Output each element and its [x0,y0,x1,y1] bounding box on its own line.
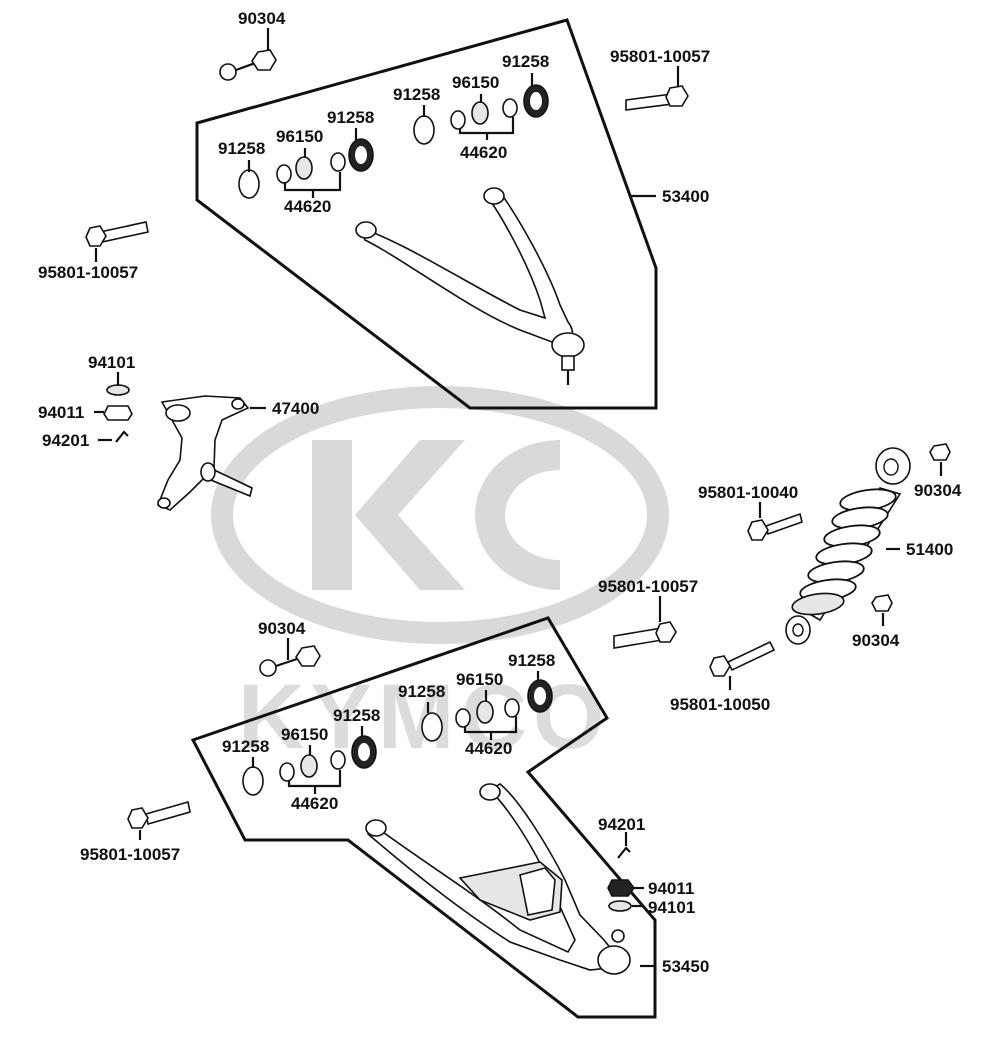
label-nut-lower-joint: 94011 [648,879,694,898]
label-seal-low-a: 91258 [333,706,380,725]
label-washer-low-b: 91258 [398,682,445,701]
bracket-collar-top-a [283,172,342,192]
label-nut-shock-top: 90304 [914,481,962,500]
label-knuckle: 47400 [272,399,319,418]
label-washer-lower-joint: 94101 [648,898,695,917]
nut-shock-top-icon [929,443,951,461]
bolt-shock-top-icon [747,512,803,541]
upper-a-arm-icon [355,187,585,385]
label-bearing-top-a: 96150 [276,127,323,146]
shock-absorber-icon [785,447,911,645]
bolt-lower-left-icon [127,800,191,829]
label-bolt-top-left: 95801-10057 [38,263,138,282]
label-bearing-low-a: 96150 [281,725,328,744]
label-nut-lower: 90304 [258,619,306,638]
upper-left-bushing-set-icon [238,138,374,199]
lower-right-bushing-set-icon [421,679,553,742]
nut-shock-bottom-icon [871,594,893,612]
label-bolt-top-right: 95801-10057 [610,47,710,66]
label-seal-low-b: 91258 [508,651,555,670]
label-seal-top-b: 91258 [502,52,549,71]
label-washer-top-a: 91258 [218,139,265,158]
nut-top-icon [219,49,277,81]
watermark: KYMCO [211,386,669,768]
label-shock: 51400 [906,540,953,559]
label-lower-arm: 53450 [662,957,709,976]
lower-a-arm-icon [365,783,631,975]
washer-knuckle-icon [106,384,130,396]
label-nut-knuckle: 94011 [38,403,84,422]
label-bolt-mid: 95801-10057 [598,577,698,596]
label-collar-top-a: 44620 [284,197,331,216]
label-bolt-shock-bottom: 95801-10050 [670,695,770,714]
bolt-shock-bottom-icon [709,640,776,677]
washer-lower-joint-icon [608,900,632,912]
bolt-top-left-icon [85,221,149,247]
label-washer-top-b: 91258 [393,85,440,104]
label-nut-top: 90304 [238,9,286,28]
label-bolt-shock-top: 95801-10040 [698,483,798,502]
lower-left-bushing-set-icon [242,735,377,796]
label-collar-low-a: 44620 [291,794,338,813]
nut-lower-joint-icon [607,879,635,897]
steering-knuckle-icon [156,395,253,511]
label-washer-low-a: 91258 [222,737,269,756]
label-bolt-lower-left: 95801-10057 [80,845,180,864]
bolt-top-right-icon [625,85,689,111]
label-pin-knuckle: 94201 [42,431,89,450]
pin-lower-icon [617,846,631,859]
label-collar-low-b: 44620 [465,739,512,758]
pin-knuckle-icon [115,430,129,443]
nut-lower-icon [259,645,321,677]
label-pin-lower: 94201 [598,815,645,834]
label-washer-knuckle: 94101 [88,353,135,372]
nut-knuckle-icon [103,405,133,421]
label-seal-top-a: 91258 [327,108,374,127]
upper-arm-group-frame [195,18,658,410]
label-upper-arm: 53400 [662,187,709,206]
label-nut-shock-bottom: 90304 [852,631,900,650]
label-bearing-low-b: 96150 [456,670,503,689]
label-bearing-top-b: 96150 [452,73,499,92]
bolt-mid-icon [613,621,677,649]
lower-arm-group-frame [190,616,657,1019]
label-collar-top-b: 44620 [460,143,507,162]
